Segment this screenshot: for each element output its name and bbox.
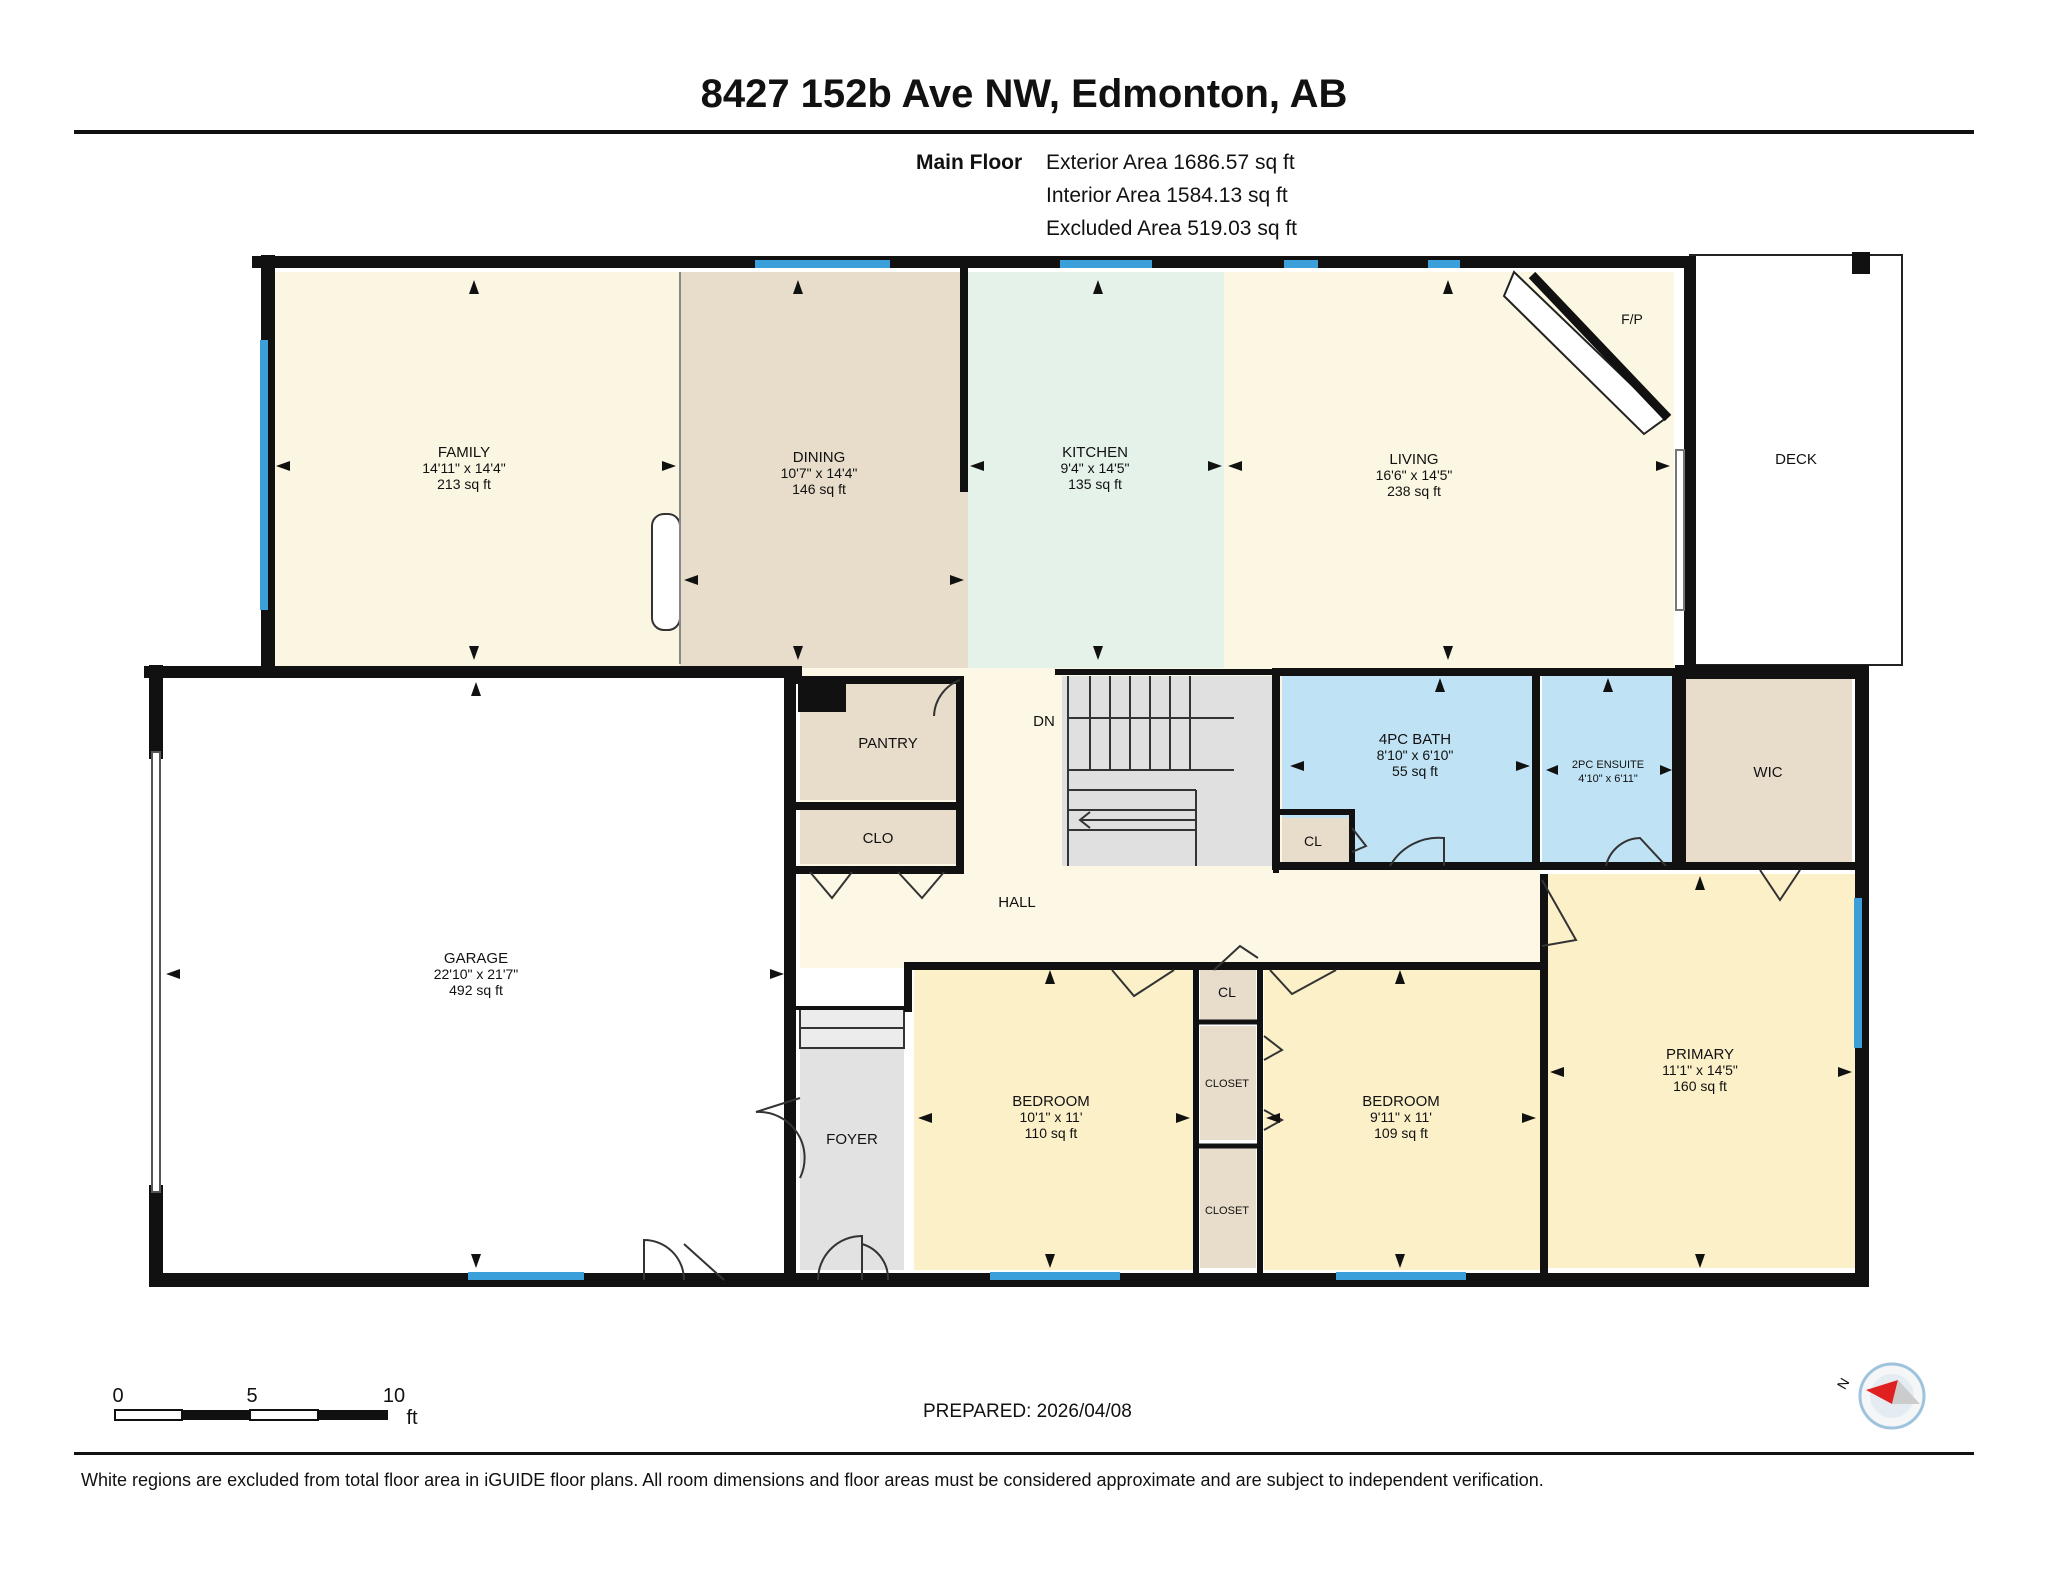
family-fill — [262, 272, 680, 668]
dining-fill — [680, 272, 968, 668]
living-name: LIVING — [1389, 451, 1438, 468]
bath4pc-name: 4PC BATH — [1379, 731, 1451, 748]
exterior-area: Exterior Area 1686.57 sq ft — [1046, 151, 1295, 174]
hall-label: HALL — [998, 894, 1036, 911]
compass-north-label: N — [1834, 1375, 1853, 1392]
page-title: 8427 152b Ave NW, Edmonton, AB — [700, 72, 1348, 116]
primary-area: 160 sq ft — [1673, 1078, 1727, 1094]
garage-overhead-door — [151, 751, 161, 1193]
cl-bath-fill — [1282, 818, 1352, 866]
living-area: 238 sq ft — [1387, 483, 1441, 499]
kitchen-area: 135 sq ft — [1068, 476, 1122, 492]
prepared-date: PREPARED: 2026/04/08 — [923, 1401, 1132, 1422]
dining-dims: 10'7" x 14'4" — [781, 465, 858, 481]
foyer-label: FOYER — [826, 1131, 878, 1148]
scale-tick-10: 10 — [383, 1385, 405, 1407]
footer-disclaimer: White regions are excluded from total fl… — [81, 1470, 1544, 1490]
windows — [260, 260, 1862, 1280]
closet1-label: CLOSET — [1205, 1078, 1249, 1090]
bedroom2-area: 109 sq ft — [1374, 1125, 1428, 1141]
garage-area: 492 sq ft — [449, 982, 503, 998]
family-dims: 14'11" x 14'4" — [422, 460, 506, 476]
floor-label: Main Floor — [916, 151, 1023, 174]
stairs — [1067, 676, 1234, 866]
wic-label: WIC — [1753, 764, 1782, 781]
bedroom1-name: BEDROOM — [1012, 1093, 1090, 1110]
kitchen-name: KITCHEN — [1062, 444, 1128, 461]
ensuite-dims: 4'10" x 6'11" — [1578, 773, 1638, 785]
living-dims: 16'6" x 14'5" — [1376, 467, 1453, 483]
bath4pc-dims: 8'10" x 6'10" — [1377, 747, 1454, 763]
foyer-fill — [800, 1008, 904, 1270]
compass-icon: N — [1834, 1362, 1926, 1430]
primary-name: PRIMARY — [1666, 1046, 1734, 1063]
ensuite-name: 2PC ENSUITE — [1572, 759, 1644, 771]
family-opening — [651, 513, 681, 631]
garage-name: GARAGE — [444, 950, 508, 967]
primary-dims: 11'1" x 14'5" — [1662, 1062, 1738, 1078]
scale-bar: 0 5 10 ft — [112, 1385, 418, 1429]
walls — [144, 255, 1869, 1287]
hall-fill-upper — [968, 668, 1058, 878]
bedroom2-name: BEDROOM — [1362, 1093, 1440, 1110]
pantry-label: PANTRY — [858, 735, 917, 752]
footer-divider — [74, 1452, 1974, 1455]
bedroom2-fill — [1264, 970, 1540, 1270]
fireplace-label: F/P — [1621, 311, 1643, 327]
dimension-arrows — [166, 280, 1852, 1268]
bedroom1-area: 110 sq ft — [1025, 1125, 1078, 1141]
door-swings — [643, 679, 1801, 1281]
closet2-fill — [1200, 1148, 1256, 1268]
cl-hall-label: CL — [1218, 984, 1236, 1000]
interior-area: Interior Area 1584.13 sq ft — [1046, 184, 1288, 207]
deck-label: DECK — [1775, 451, 1817, 468]
cl-bath-label: CL — [1304, 833, 1322, 849]
title-divider — [74, 130, 1974, 134]
scale-tick-0: 0 — [112, 1385, 123, 1407]
kitchen-dims: 9'4" x 14'5" — [1061, 460, 1130, 476]
stairs-down-label: DN — [1033, 713, 1055, 730]
primary-fill — [1548, 874, 1858, 1268]
cl-hall-fill — [1200, 970, 1256, 1020]
excluded-area: Excluded Area 519.03 sq ft — [1046, 217, 1298, 240]
closet1-fill — [1200, 1026, 1256, 1140]
ensuite-fill — [1542, 676, 1674, 866]
garage-dims: 22'10" x 21'7" — [434, 966, 519, 982]
wic-fill — [1682, 676, 1852, 866]
pantry-corner-post — [798, 676, 846, 712]
family-area: 213 sq ft — [437, 476, 491, 492]
dining-area: 146 sq ft — [792, 481, 846, 497]
bedroom1-fill — [914, 970, 1194, 1270]
living-slider-door — [1675, 449, 1685, 611]
living-fill — [1224, 272, 1674, 668]
kitchen-fill — [968, 272, 1224, 668]
family-name: FAMILY — [438, 444, 490, 461]
area-summary: Exterior Area 1686.57 sq ft Interior Are… — [1046, 146, 1297, 245]
deck-post — [1852, 252, 1870, 274]
closet2-label: CLOSET — [1205, 1205, 1249, 1217]
clo-label: CLO — [863, 830, 894, 847]
fireplace — [1502, 270, 1672, 436]
bedroom2-dims: 9'11" x 11' — [1370, 1109, 1432, 1125]
bath4pc-area: 55 sq ft — [1392, 763, 1438, 779]
dining-name: DINING — [793, 449, 846, 466]
scale-tick-5: 5 — [246, 1385, 257, 1407]
bedroom1-dims: 10'1" x 11' — [1020, 1109, 1083, 1125]
clo-fill — [800, 808, 956, 864]
scale-unit: ft — [406, 1407, 418, 1429]
